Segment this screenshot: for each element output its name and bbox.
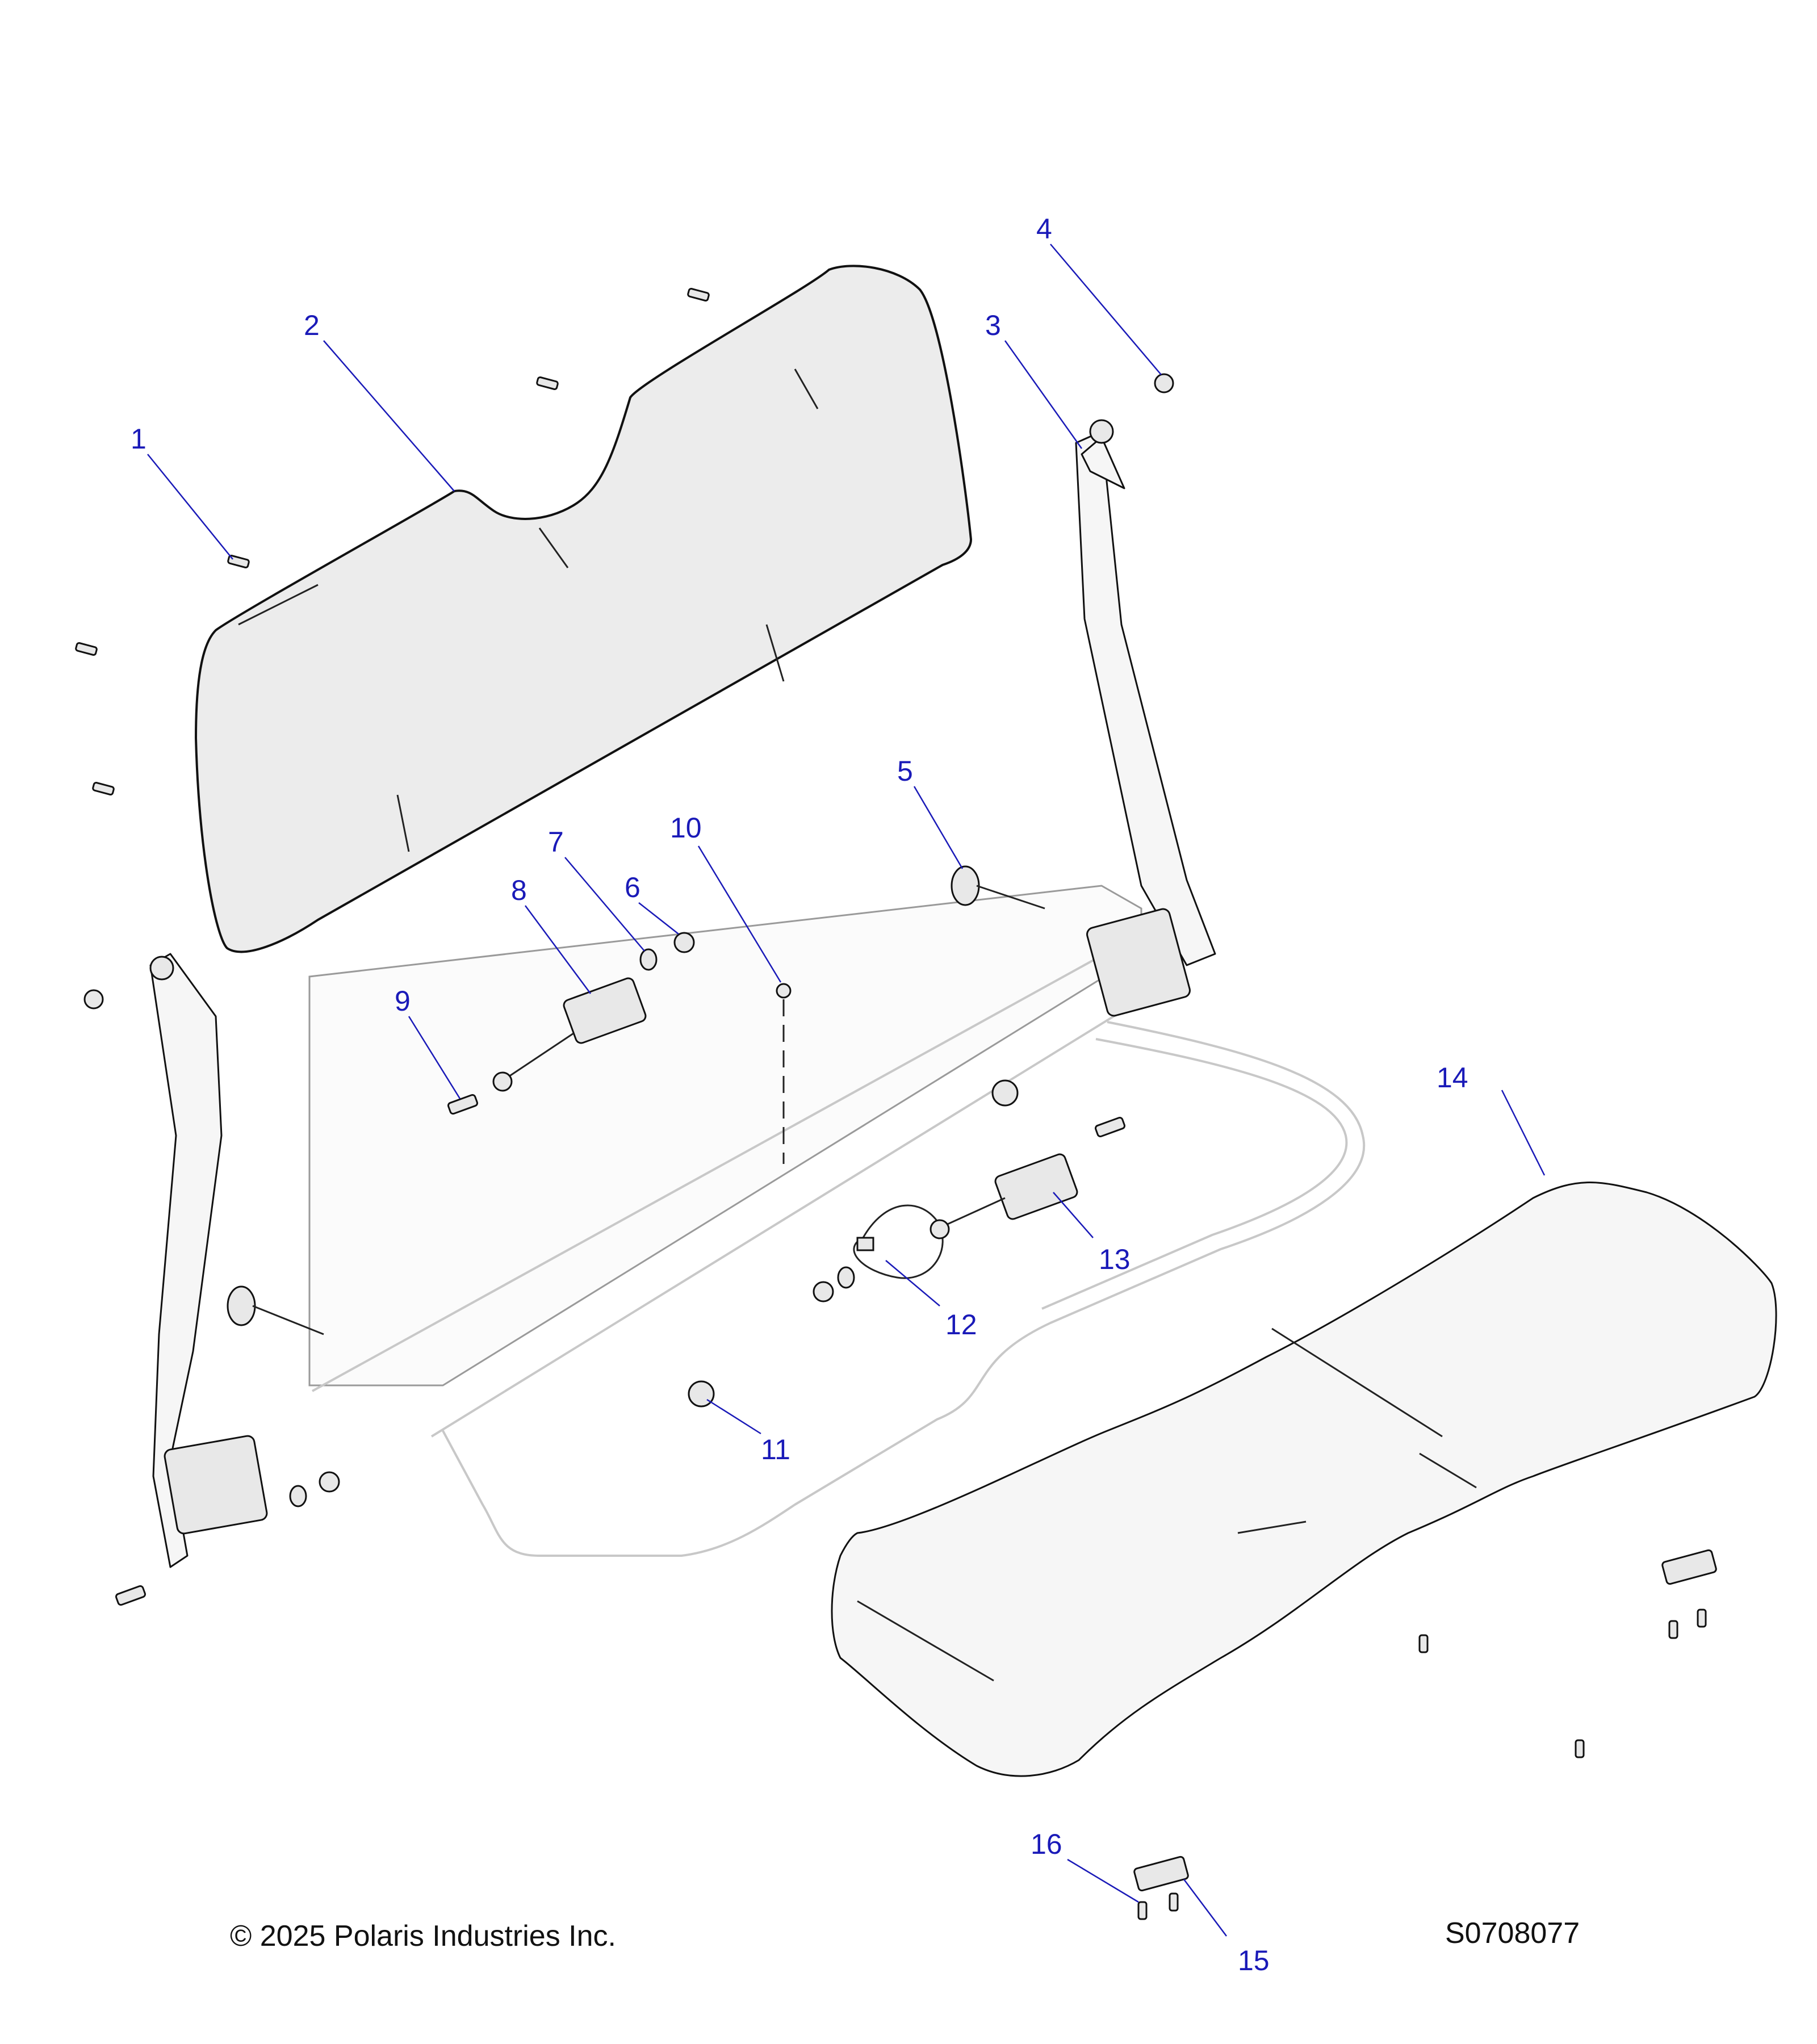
seat-back-screw — [75, 287, 710, 796]
nut — [319, 1471, 340, 1493]
callout-9: 9 — [395, 985, 411, 1017]
callout-6: 6 — [625, 872, 640, 903]
callout-7: 7 — [548, 826, 564, 858]
seat-belt-left — [149, 953, 268, 1568]
callout-12: 12 — [945, 1309, 977, 1341]
drawing-number: S0708077 — [1445, 1917, 1580, 1950]
nut — [991, 1079, 1019, 1107]
callout-2: 2 — [304, 309, 320, 341]
bracket — [1661, 1549, 1717, 1585]
wire-clip — [776, 983, 792, 1164]
bolt — [115, 1585, 146, 1606]
callout-labels: 1 2 3 4 5 6 7 8 9 10 11 12 13 14 15 16 — [131, 213, 1468, 1976]
nut — [813, 1281, 834, 1302]
buckle-left — [492, 977, 647, 1092]
seat-back — [195, 265, 972, 953]
nut — [1154, 373, 1174, 393]
washer — [837, 1266, 855, 1289]
bolt — [1094, 1116, 1126, 1138]
callout-11: 11 — [761, 1434, 790, 1465]
callout-16: 16 — [1031, 1828, 1062, 1860]
washer — [639, 948, 658, 971]
callout-15: 15 — [1238, 1945, 1270, 1976]
callout-13: 13 — [1099, 1243, 1131, 1275]
harness — [853, 1204, 944, 1279]
copyright-text: © 2025 Polaris Industries Inc. — [230, 1920, 616, 1953]
seat-frame — [308, 885, 1365, 1557]
callout-4: 4 — [1036, 213, 1052, 245]
grommet — [951, 865, 980, 906]
hardware — [75, 287, 1717, 1920]
grommet — [227, 1285, 256, 1326]
callout-1: 1 — [131, 423, 146, 455]
callout-8: 8 — [511, 874, 527, 906]
callout-10: 10 — [670, 812, 702, 844]
leader-lines — [147, 244, 1546, 1937]
buckle-right — [930, 1153, 1078, 1239]
nut — [673, 932, 695, 953]
seat-belt-right — [1075, 419, 1216, 1017]
washer — [289, 1485, 307, 1507]
callout-3: 3 — [985, 309, 1001, 341]
seat-bottom-screw — [1137, 1609, 1707, 1920]
bolt — [447, 1094, 479, 1115]
callout-14: 14 — [1437, 1062, 1468, 1094]
nut — [83, 989, 104, 1010]
callout-5: 5 — [897, 755, 913, 787]
nut — [688, 1380, 715, 1408]
bracket — [1133, 1855, 1189, 1892]
seat-bottom-cushion — [831, 1182, 1777, 1777]
